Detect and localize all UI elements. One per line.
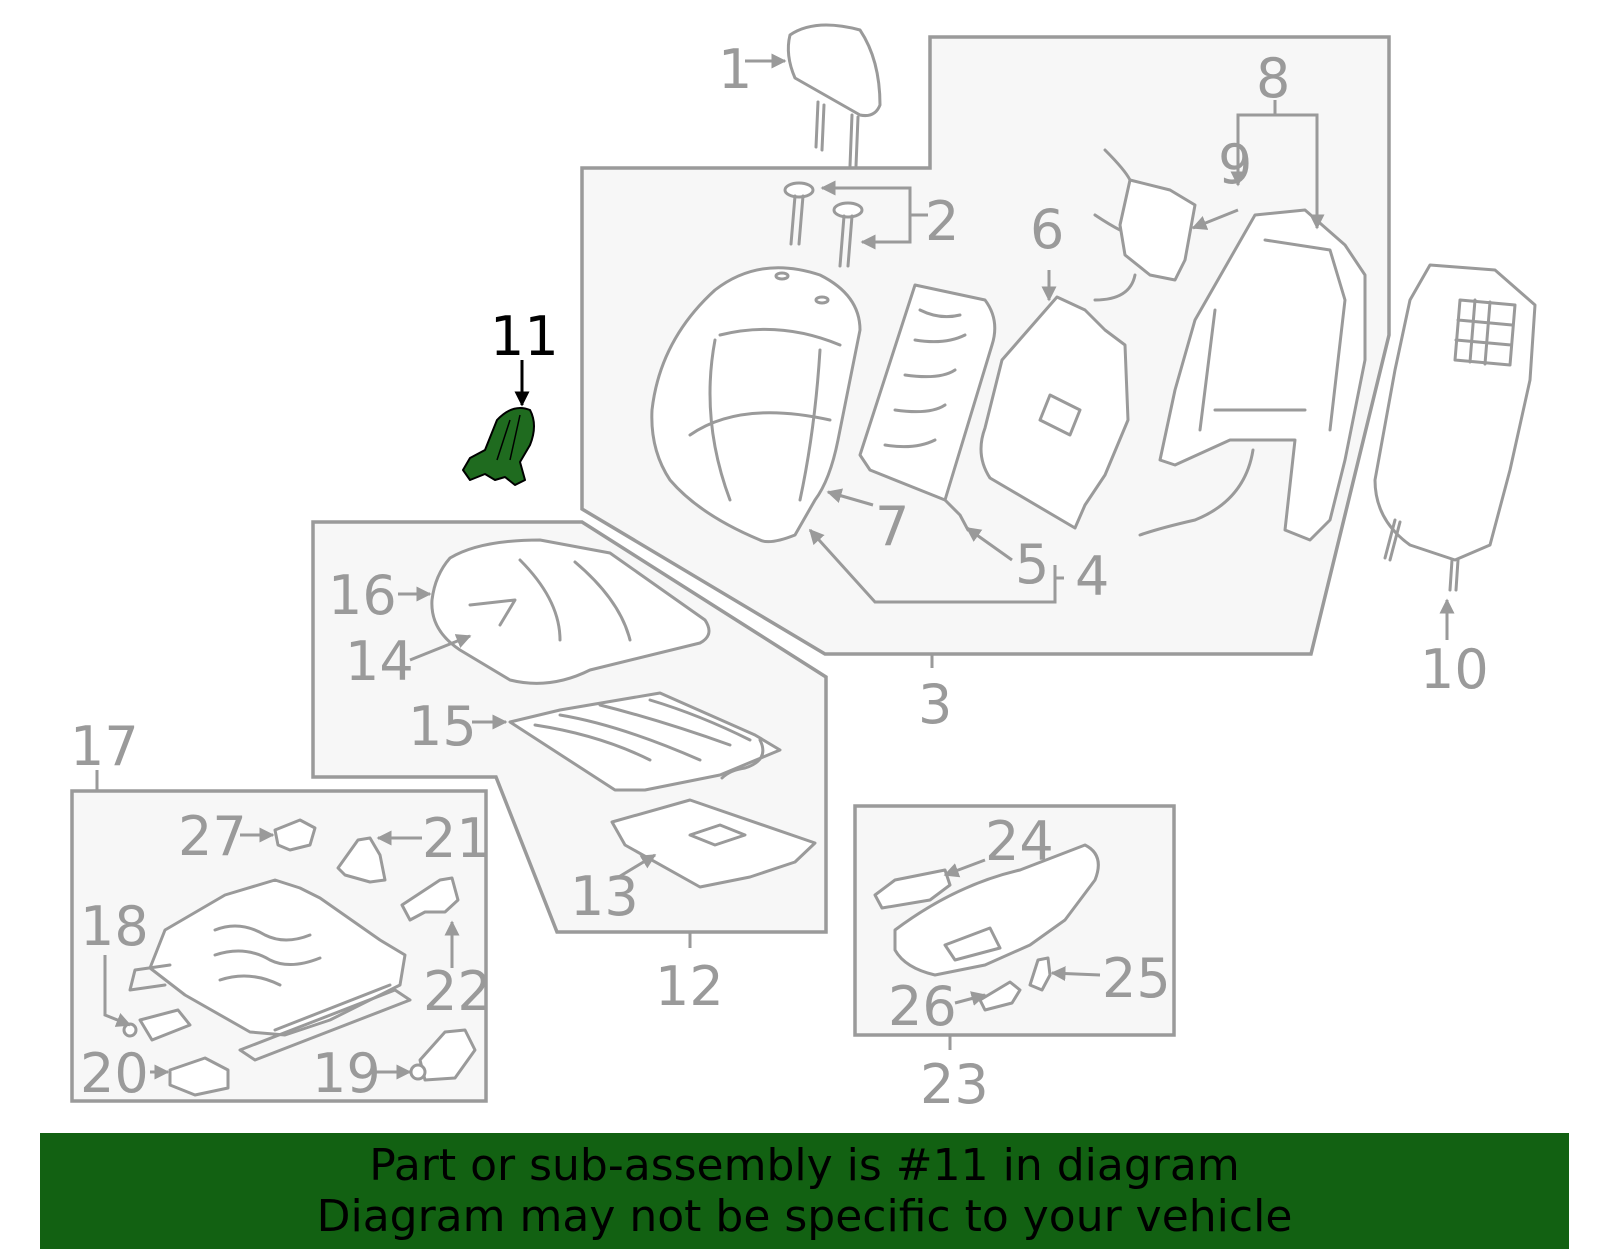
callout-7[interactable]: 7: [875, 495, 909, 558]
callout-2[interactable]: 2: [925, 190, 959, 253]
seat-back-cover-part[interactable]: [650, 266, 862, 544]
electronic-module-part[interactable]: [1093, 148, 1197, 302]
cushion-heater-mat-part[interactable]: [508, 691, 782, 792]
callout-25[interactable]: 25: [1102, 947, 1171, 1010]
clip-part-27[interactable]: [273, 818, 317, 852]
callout-9[interactable]: 9: [1218, 133, 1252, 196]
callout-24[interactable]: 24: [985, 810, 1054, 873]
callout-14[interactable]: 14: [345, 630, 414, 693]
bracket-part-22[interactable]: [400, 876, 460, 922]
back-heater-mat-part[interactable]: [858, 283, 997, 532]
knob-part-25[interactable]: [1028, 956, 1052, 992]
banner-line-2: Diagram may not be specific to your vehi…: [316, 1191, 1293, 1242]
callouts: 1 2 3 4 5 6 7 8 9 10 11 12 13 14 15 16 1…: [70, 38, 1489, 1116]
highlighted-part-11[interactable]: [462, 407, 535, 486]
leader-lines: [95, 53, 1455, 1080]
side-cover-part[interactable]: [893, 843, 1100, 977]
callout-3[interactable]: 3: [918, 673, 952, 736]
seat-back-frame-part[interactable]: [1138, 208, 1367, 542]
seat-back-panel-part[interactable]: [1373, 263, 1537, 592]
callout-4[interactable]: 4: [1075, 545, 1109, 608]
control-unit-part-20[interactable]: [168, 1056, 230, 1097]
seat-track-frame-part[interactable]: [128, 878, 412, 1062]
motor-part-18[interactable]: [122, 1008, 192, 1042]
callout-19[interactable]: 19: [312, 1042, 381, 1105]
callout-27[interactable]: 27: [178, 805, 247, 868]
info-banner: Part or sub-assembly is #11 in diagram D…: [40, 1133, 1569, 1249]
callout-11[interactable]: 11: [490, 305, 559, 368]
banner-line-1: Part or sub-assembly is #11 in diagram: [369, 1140, 1240, 1191]
bracket-part-21[interactable]: [336, 836, 387, 884]
callout-13[interactable]: 13: [570, 865, 639, 928]
callout-1[interactable]: 1: [718, 38, 752, 101]
callout-12[interactable]: 12: [655, 955, 724, 1018]
callout-8[interactable]: 8: [1256, 47, 1290, 110]
cushion-bottom-part[interactable]: [610, 798, 817, 889]
guide-pin-part[interactable]: [783, 181, 864, 268]
callout-18[interactable]: 18: [80, 895, 149, 958]
cushion-cover-part[interactable]: [430, 538, 711, 685]
callout-22[interactable]: 22: [423, 960, 492, 1023]
callout-21[interactable]: 21: [422, 807, 491, 870]
callout-10[interactable]: 10: [1420, 638, 1489, 701]
callout-6[interactable]: 6: [1030, 198, 1064, 261]
callout-26[interactable]: 26: [888, 975, 957, 1038]
callout-17[interactable]: 17: [70, 715, 139, 778]
callout-15[interactable]: 15: [408, 695, 477, 758]
switch-part-24[interactable]: [873, 868, 952, 910]
knob-part-26[interactable]: [978, 980, 1022, 1012]
callout-20[interactable]: 20: [80, 1042, 149, 1105]
callout-5[interactable]: 5: [1015, 533, 1049, 596]
back-pad-part[interactable]: [979, 295, 1130, 530]
callout-16[interactable]: 16: [328, 564, 397, 627]
headrest-part[interactable]: [786, 23, 882, 168]
callout-23[interactable]: 23: [920, 1053, 989, 1116]
